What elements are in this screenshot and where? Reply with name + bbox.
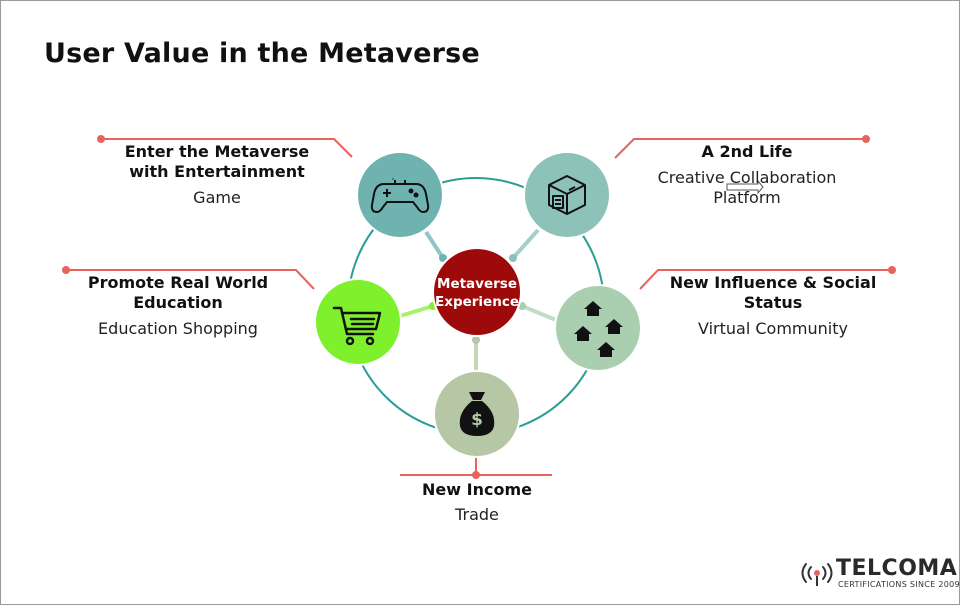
center-node: Metaverse Experience	[432, 247, 522, 337]
arrow-right-icon	[726, 179, 764, 195]
block-community-sub: Virtual Community	[698, 319, 848, 338]
node-life	[523, 151, 611, 239]
callout-dot-life	[862, 135, 870, 143]
block-life: A 2nd Life Creative Collaboration Platfo…	[639, 142, 855, 208]
callouts	[62, 135, 896, 479]
callout-education	[66, 269, 315, 290]
callout-game	[101, 138, 353, 158]
node-education-circle	[314, 278, 402, 366]
shopping-cart-icon	[332, 306, 382, 346]
center-label-line2: Experience	[435, 294, 519, 310]
block-education: Promote Real World Education Education S…	[72, 273, 284, 339]
block-game-sub: Game	[193, 188, 241, 207]
node-community	[554, 284, 642, 372]
callout-dot-income	[472, 471, 480, 479]
money-bag-icon: $	[459, 392, 495, 436]
block-community-heading-2: Status	[743, 293, 803, 312]
block-community: New Influence & Social Status Virtual Co…	[662, 273, 884, 339]
block-life-sub-2: Platform	[713, 188, 781, 207]
block-education-sub: Education Shopping	[98, 319, 258, 338]
spoke-community	[521, 304, 557, 322]
block-education-heading-1: Promote Real World	[87, 273, 269, 292]
houses-icon	[574, 301, 623, 357]
node-community-circle	[554, 284, 642, 372]
spoke-dot-income	[472, 336, 480, 344]
center-circle	[432, 247, 522, 337]
node-game-circle	[356, 151, 444, 239]
block-education-heading-2: Education	[133, 293, 223, 312]
telcoma-logo: TELCOMA CERTIFICATIONS SINCE 2009	[798, 556, 960, 590]
block-game-heading-1: Enter the Metaverse	[124, 142, 310, 161]
logo-tagline: CERTIFICATIONS SINCE 2009	[838, 580, 960, 589]
game-controller-icon	[370, 177, 430, 213]
logo-brand: TELCOMA	[836, 556, 958, 581]
block-game: Enter the Metaverse with Entertainment G…	[112, 142, 322, 208]
callout-dot-education	[62, 266, 70, 274]
node-education	[314, 278, 402, 366]
block-life-sub-1: Creative Collaboration	[657, 168, 837, 187]
spoke-education	[399, 304, 434, 318]
callout-dot-game	[97, 135, 105, 143]
block-income-sub: Trade	[455, 505, 499, 524]
signal-icon	[801, 563, 833, 586]
block-income: New Income Trade	[396, 480, 558, 525]
spoke-game	[424, 230, 445, 260]
node-income: $	[433, 370, 521, 458]
spoke-dot-life	[509, 254, 517, 262]
block-life-heading: A 2nd Life	[701, 142, 793, 161]
node-game	[356, 151, 444, 239]
page-title: User Value in the Metaverse	[44, 38, 480, 69]
center-label-line1: Metaverse	[437, 276, 517, 292]
spoke-life	[511, 228, 540, 260]
block-income-heading: New Income	[422, 480, 532, 499]
block-game-heading-2: with Entertainment	[129, 162, 305, 181]
spoke-dot-game	[439, 254, 447, 262]
svg-text:$: $	[471, 410, 483, 430]
callout-life	[614, 138, 866, 159]
block-community-heading-1: New Influence & Social	[669, 273, 877, 292]
callout-community	[639, 269, 892, 290]
box-icon	[548, 175, 586, 215]
callout-dot-community	[888, 266, 896, 274]
